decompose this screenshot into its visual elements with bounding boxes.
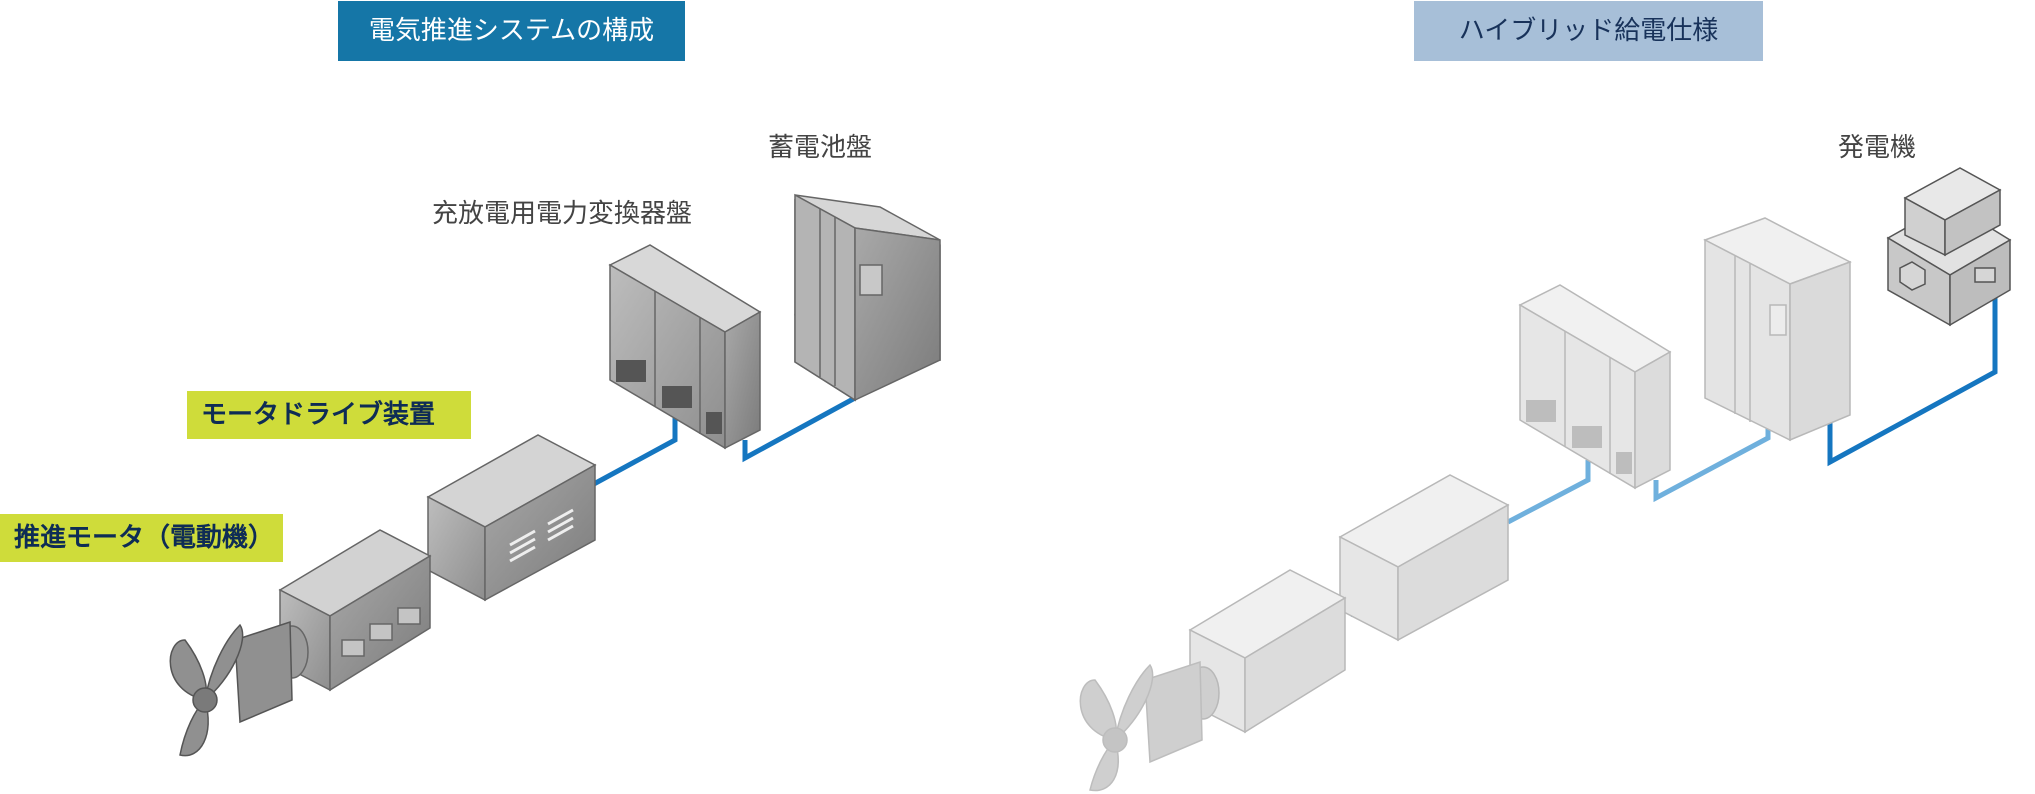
propulsion-motor-faded <box>1186 569 1347 734</box>
propeller-faded <box>1079 660 1203 792</box>
title-electric-propulsion-system: 電気推進システムの構成 <box>338 1 685 61</box>
label-converter-panel: 充放電用電力変換器盤 <box>432 199 693 229</box>
cable-drive-to-converter-right <box>1506 460 1591 525</box>
converter-panel-cabinet-faded <box>1518 284 1672 490</box>
label-battery-panel: 蓄電池盤 <box>768 133 873 163</box>
battery-panel-cabinet-faded <box>1703 217 1852 442</box>
title-hybrid-power-supply: ハイブリッド給電仕様 <box>1414 1 1763 61</box>
motor-drive-box <box>426 434 597 602</box>
motor-drive-box-faded <box>1338 474 1510 642</box>
battery-panel-cabinet <box>794 193 941 402</box>
right-system-illustration <box>1079 167 2012 792</box>
label-propulsion-motor: 推進モータ（電動機） <box>0 514 283 562</box>
propulsion-motor <box>275 529 432 692</box>
converter-panel-cabinet <box>608 244 762 450</box>
left-system-illustration <box>169 193 941 757</box>
cable-converter-to-panel-right <box>1653 418 1771 503</box>
generator-unit <box>1886 167 2012 327</box>
propeller <box>169 620 293 757</box>
cable-drive-to-converter <box>590 418 678 488</box>
cable-panel-to-generator <box>1827 290 1998 467</box>
label-motor-drive: モータドライブ装置 <box>187 391 471 439</box>
label-generator: 発電機 <box>1838 133 1917 163</box>
